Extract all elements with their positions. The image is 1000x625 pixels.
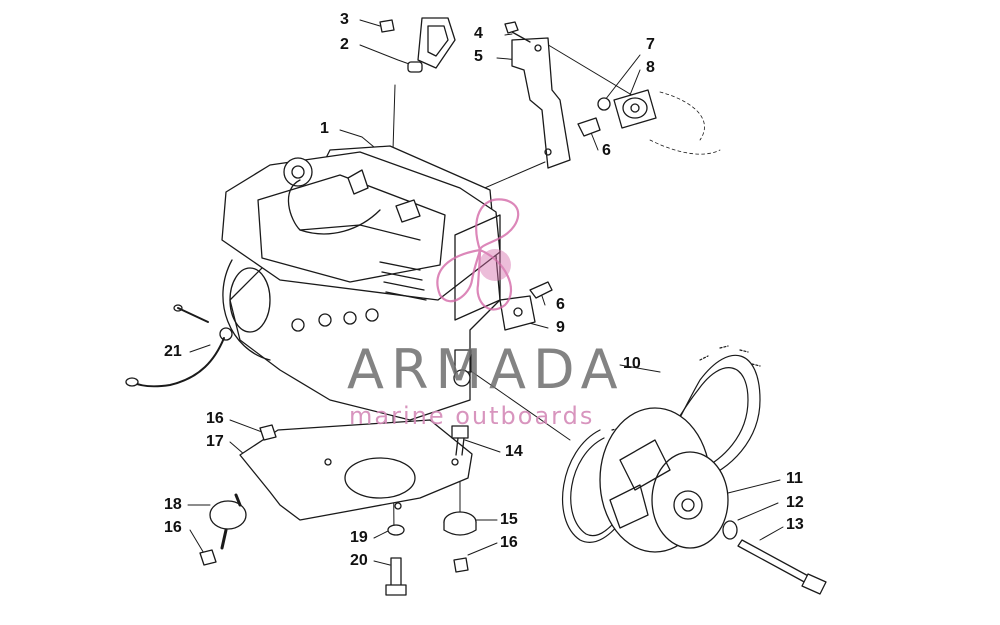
bolt-13	[737, 539, 827, 595]
callout-6-upper: 6	[602, 142, 611, 159]
callout-4: 4	[474, 25, 483, 42]
engine-block	[221, 145, 501, 421]
pull-handle	[407, 17, 456, 73]
callout-6-lower: 6	[556, 296, 565, 313]
rope-clip	[379, 19, 395, 33]
bolt-6-upper	[577, 117, 601, 137]
callout-3: 3	[340, 11, 349, 28]
callout-16-bottom: 16	[500, 534, 518, 551]
callout-12: 12	[786, 494, 804, 511]
callout-15: 15	[500, 511, 518, 528]
callout-19: 19	[350, 529, 368, 546]
callout-18: 18	[164, 496, 182, 513]
callout-8: 8	[646, 59, 655, 76]
callout-5: 5	[474, 48, 483, 65]
nut-16-top	[259, 424, 277, 441]
callout-16-top: 16	[206, 410, 224, 427]
frame-detail	[649, 91, 721, 155]
callout-9: 9	[556, 319, 565, 336]
washer-7	[597, 97, 611, 111]
callout-20: 20	[350, 552, 368, 569]
washer-12	[722, 520, 738, 540]
washer-19	[387, 524, 405, 536]
watermark-logo	[436, 198, 520, 311]
callout-10: 10	[623, 355, 641, 372]
leader-lines	[187, 19, 784, 566]
callout-11: 11	[786, 470, 803, 487]
nut-16-bottom	[453, 557, 469, 573]
callout-17: 17	[206, 433, 224, 450]
bolt-14	[451, 425, 469, 456]
callout-7: 7	[646, 36, 655, 53]
nut-16-left	[199, 549, 217, 566]
rubber-mount	[613, 89, 657, 129]
bolt-4	[504, 21, 531, 43]
callout-13: 13	[786, 516, 804, 533]
engine-bracket	[511, 37, 571, 169]
callout-16-left: 16	[164, 519, 182, 536]
mounting-plate	[239, 419, 473, 521]
callout-2: 2	[340, 36, 349, 53]
bracket-9	[499, 295, 536, 331]
callout-14: 14	[505, 443, 523, 460]
bolt-6-lower	[529, 281, 553, 299]
callout-21: 21	[164, 343, 182, 360]
watermark-brand: ARMADA	[347, 338, 625, 401]
ground-wire	[125, 304, 233, 388]
bolt-20	[385, 557, 407, 596]
watermark-tagline: marine outboards	[349, 402, 595, 430]
isolator-18	[209, 493, 247, 550]
callout-1: 1	[320, 120, 329, 137]
isolator-15	[443, 511, 477, 536]
drive-clutch	[599, 407, 729, 553]
